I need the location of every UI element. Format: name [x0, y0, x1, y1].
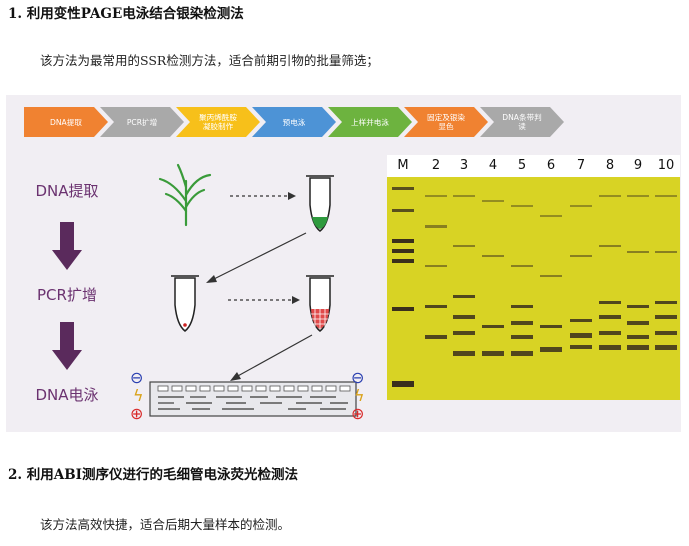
stage-arrow-icon — [52, 322, 82, 370]
arrowhead-icon — [230, 372, 241, 381]
lane-label: 10 — [657, 158, 675, 173]
diagonal-arrow-icon — [211, 232, 307, 281]
stage-arrow-icon — [52, 222, 82, 270]
workflow-step: 预电泳 — [252, 107, 336, 137]
workflow-step-label: 预电泳 — [282, 117, 306, 127]
diagonal-arrow-icon — [235, 334, 313, 378]
workflow-step-label: 固定及银染显色 — [427, 113, 465, 131]
stage-label-electrophoresis: DNA电泳 — [35, 386, 99, 404]
lane-label: 8 — [605, 158, 615, 173]
lane-label: 2 — [431, 158, 441, 173]
lane-label: 5 — [517, 158, 527, 173]
plant-icon — [158, 163, 212, 227]
electrode-positive-icon: ⊕ — [130, 404, 144, 423]
gel-image: M 2 3 4 5 6 7 8 9 10 — [387, 155, 680, 400]
gel-bands — [392, 187, 677, 387]
arrowhead-icon — [292, 296, 300, 304]
arrowhead-icon — [288, 192, 296, 200]
workflow-step-label: 聚丙烯酰胺凝胶制作 — [199, 113, 237, 131]
electrode-positive-icon: ⊕ — [351, 404, 365, 423]
gel-tray — [149, 381, 357, 417]
workflow-step: 聚丙烯酰胺凝胶制作 — [176, 107, 260, 137]
workflow-step-label: DNA提取 — [50, 117, 82, 127]
tube-icon — [306, 175, 334, 232]
stage-label-dna-extraction: DNA提取 — [35, 182, 99, 200]
sample-lanes — [425, 195, 677, 356]
workflow-step: 固定及银染显色 — [404, 107, 488, 137]
workflow-step-label: 上样并电泳 — [351, 117, 389, 127]
section2-paragraph: 该方法高效快捷，适合后期大量样本的检测。 — [40, 517, 291, 532]
tube-icon — [171, 275, 199, 332]
lane-label: 9 — [633, 158, 643, 173]
stage-label-pcr: PCR扩增 — [37, 286, 97, 304]
lane-label: 3 — [459, 158, 469, 173]
workflow-step-label: DNA条带判读 — [502, 113, 542, 131]
section2-heading: 2. 利用ABI测序仪进行的毛细管电泳荧光检测法 — [8, 467, 298, 483]
lane-label: 7 — [576, 158, 586, 173]
lane-label: 6 — [546, 158, 556, 173]
electrode-negative-icon: ⊖ — [130, 368, 144, 387]
lane-label: M — [397, 158, 409, 173]
ssr-workflow-figure: DNA提取 PCR扩增 聚丙烯酰胺凝胶制作 预电泳 上样并电泳 固定及银染显色 … — [6, 95, 681, 432]
workflow-step-label: PCR扩增 — [126, 117, 158, 127]
power-bolt-icon: ϟ — [354, 386, 365, 405]
tube-icon — [306, 275, 334, 332]
electrode-negative-icon: ⊖ — [351, 368, 365, 387]
lane-label: 4 — [488, 158, 498, 173]
power-bolt-icon: ϟ — [133, 386, 144, 405]
workflow-step: PCR扩增 — [100, 107, 184, 137]
workflow-step: DNA提取 — [24, 107, 108, 137]
workflow-step: DNA条带判读 — [480, 107, 564, 137]
workflow-step: 上样并电泳 — [328, 107, 412, 137]
section1-heading: 1. 利用变性PAGE电泳结合银染检测法 — [8, 6, 244, 22]
marker-lane-bands — [392, 187, 414, 387]
section1-paragraph: 该方法为最常用的SSR检测方法，适合前期引物的批量筛选； — [40, 53, 379, 68]
arrowhead-icon — [206, 275, 217, 283]
process-schematic — [149, 163, 357, 417]
